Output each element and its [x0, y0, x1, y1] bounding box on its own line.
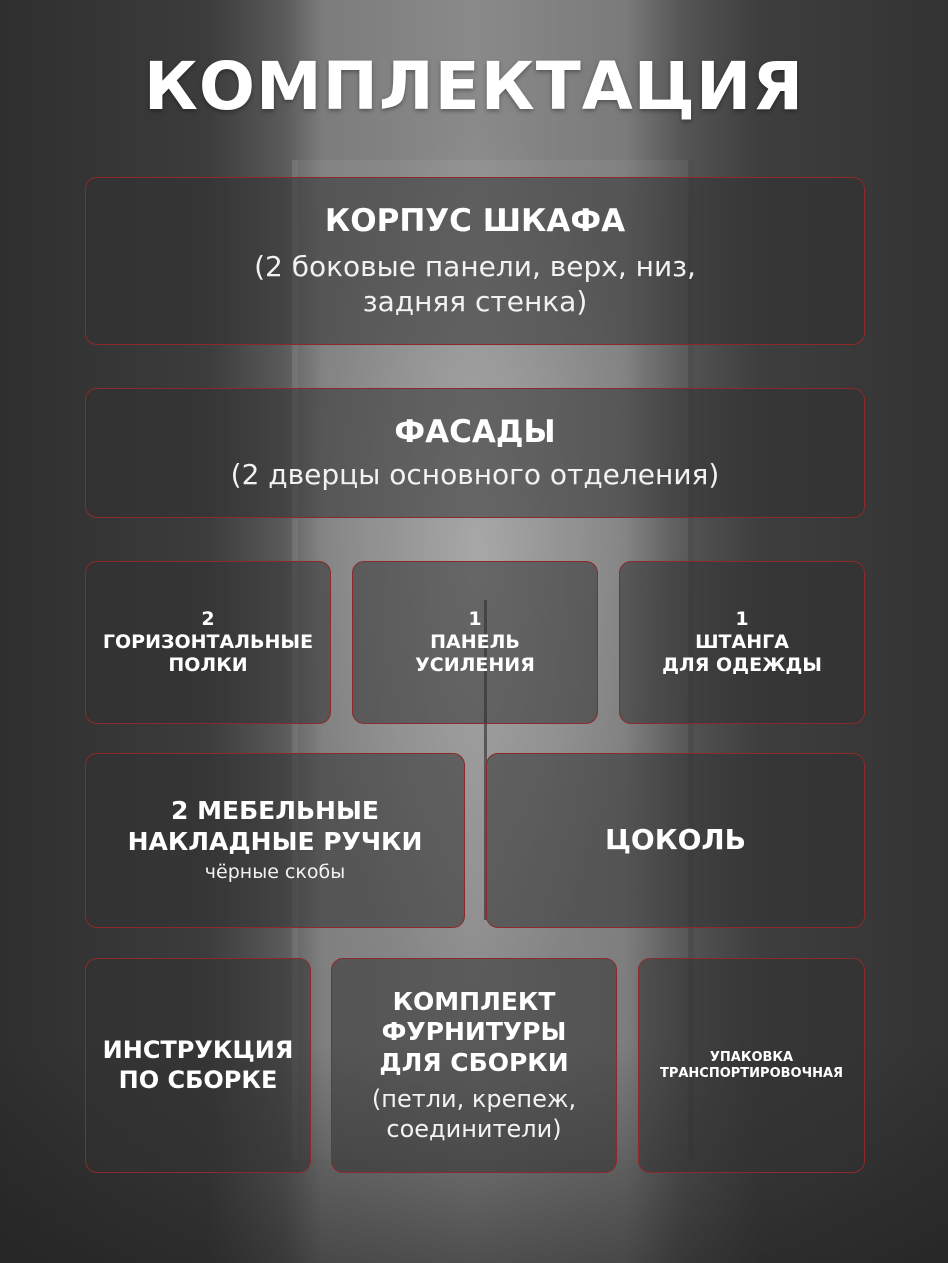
card-shelves: 2 ГОРИЗОНТАЛЬНЫЕ ПОЛКИ	[85, 561, 331, 724]
card-shelves-line-2: ГОРИЗОНТАЛЬНЫЕ	[102, 630, 314, 653]
card-panel: 1 ПАНЕЛЬ УСИЛЕНИЯ	[352, 561, 598, 724]
card-shelves-line-3: ПОЛКИ	[168, 654, 248, 677]
card-rod-line-1: 1	[735, 607, 749, 630]
card-packaging-line-1: УПАКОВКА	[709, 1049, 794, 1065]
card-panel-line-3: УСИЛЕНИЯ	[415, 654, 535, 677]
card-corpus-sub-2: задняя стенка)	[362, 284, 588, 318]
card-handles-line-1: 2 МЕБЕЛЬНЫЕ	[171, 796, 379, 826]
card-rod-line-2: ШТАНГА	[695, 630, 789, 653]
card-handles: 2 МЕБЕЛЬНЫЕ НАКЛАДНЫЕ РУЧКИ чёрные скобы	[85, 753, 465, 928]
card-hardware-sub-2: соединители)	[386, 1115, 562, 1144]
background-door-gap	[484, 600, 487, 920]
card-hardware-sub-1: (петли, крепеж,	[371, 1085, 577, 1114]
card-manual-line-2: ПО СБОРКЕ	[118, 1065, 278, 1094]
card-facades-sub: (2 дверцы основного отделения)	[230, 458, 720, 492]
card-handles-sub: чёрные скобы	[204, 861, 346, 884]
card-rod-line-3: ДЛЯ ОДЕЖДЫ	[662, 654, 822, 677]
card-packaging: УПАКОВКА ТРАНСПОРТИРОВОЧНАЯ	[638, 958, 865, 1173]
card-panel-line-1: 1	[468, 607, 482, 630]
card-rod: 1 ШТАНГА ДЛЯ ОДЕЖДЫ	[619, 561, 865, 724]
card-hardware-line-3: ДЛЯ СБОРКИ	[379, 1047, 569, 1077]
card-corpus-heading: КОРПУС ШКАФА	[324, 203, 626, 240]
card-packaging-line-2: ТРАНСПОРТИРОВОЧНАЯ	[659, 1065, 844, 1081]
card-facades: ФАСАДЫ (2 дверцы основного отделения)	[85, 388, 865, 518]
card-manual: ИНСТРУКЦИЯ ПО СБОРКЕ	[85, 958, 311, 1173]
card-hardware: КОМПЛЕКТ ФУРНИТУРЫ ДЛЯ СБОРКИ (петли, кр…	[331, 958, 617, 1173]
card-panel-line-2: ПАНЕЛЬ	[430, 630, 520, 653]
card-corpus: КОРПУС ШКАФА (2 боковые панели, верх, ни…	[85, 177, 865, 345]
card-manual-line-1: ИНСТРУКЦИЯ	[102, 1036, 294, 1065]
card-plinth: ЦОКОЛЬ	[486, 753, 865, 928]
page-title: КОМПЛЕКТАЦИЯ	[143, 48, 805, 125]
card-hardware-line-1: КОМПЛЕКТ	[392, 986, 556, 1016]
card-facades-heading: ФАСАДЫ	[394, 413, 556, 450]
card-handles-line-2: НАКЛАДНЫЕ РУЧКИ	[127, 826, 423, 856]
card-plinth-heading: ЦОКОЛЬ	[604, 823, 747, 857]
card-corpus-sub-1: (2 боковые панели, верх, низ,	[254, 249, 696, 283]
card-shelves-line-1: 2	[201, 607, 215, 630]
card-hardware-line-2: ФУРНИТУРЫ	[381, 1017, 567, 1047]
